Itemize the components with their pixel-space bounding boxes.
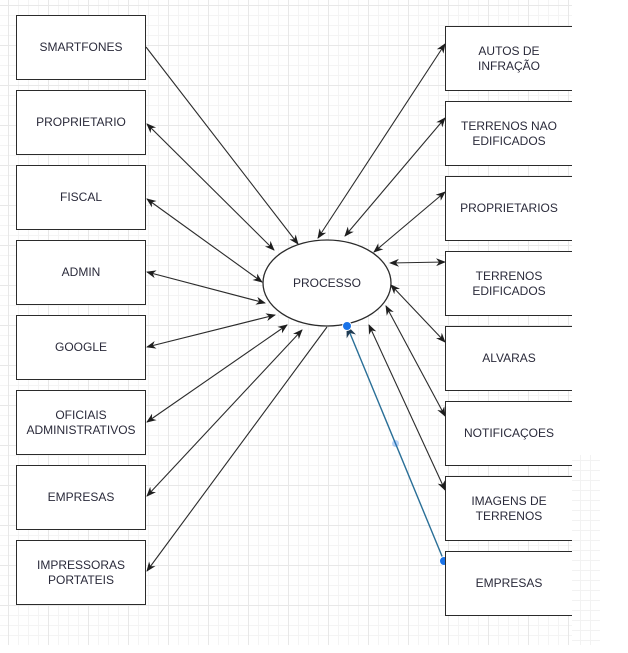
node-fiscal[interactable]: FISCAL	[16, 165, 146, 230]
node-notificacoes[interactable]: NOTIFICAÇOES	[445, 401, 572, 466]
node-label: PROPRIETARIO	[36, 115, 126, 129]
node-oficiais[interactable]: OFICIAIS ADMINISTRATIVOS	[16, 390, 146, 455]
node-label: EMPRESAS	[475, 576, 543, 590]
node-empresas-left[interactable]: EMPRESAS	[16, 465, 146, 530]
edge-terrenos-ed[interactable]	[389, 258, 446, 267]
node-label: OFICIAIS ADMINISTRATIVOS	[26, 407, 136, 437]
node-label: PROPRIETARIOS	[460, 201, 558, 215]
node-proprietario[interactable]: PROPRIETARIO	[16, 90, 146, 155]
node-alvaras[interactable]: ALVARAS	[445, 326, 572, 391]
edge-empresas-left[interactable]	[146, 329, 303, 497]
node-label: ADMIN	[61, 265, 101, 279]
edge-proprietarios[interactable]	[373, 191, 446, 253]
node-empresas-right[interactable]: EMPRESAS	[445, 551, 572, 616]
node-label: IMPRESSORAS PORTATEIS	[36, 557, 126, 587]
node-label: TERRENOS EDIFICADOS	[472, 268, 546, 298]
edge-impressoras[interactable]	[146, 326, 328, 572]
node-label: ALVARAS	[482, 351, 536, 365]
edge-alvaras[interactable]	[390, 284, 446, 343]
edge-oficiais[interactable]	[146, 324, 288, 423]
edge-imagens[interactable]	[368, 324, 446, 491]
node-label: SMARTFONES	[39, 40, 123, 54]
edge-google[interactable]	[146, 313, 276, 349]
node-label: EMPRESAS	[47, 490, 115, 504]
node-label: AUTOS DE INFRAÇÃO	[477, 43, 540, 73]
node-label: FISCAL	[59, 190, 102, 204]
node-autos[interactable]: AUTOS DE INFRAÇÃO	[445, 26, 572, 91]
node-smartfones[interactable]: SMARTFONES	[16, 15, 146, 80]
node-admin[interactable]: ADMIN	[16, 240, 146, 305]
node-impressoras[interactable]: IMPRESSORAS PORTATEIS	[16, 540, 146, 605]
edge-fiscal[interactable]	[146, 198, 263, 283]
edge-midpoint-handle[interactable]	[392, 440, 399, 447]
node-terrenos-ed[interactable]: TERRENOS EDIFICADOS	[445, 251, 572, 316]
node-label: GOOGLE	[54, 340, 107, 354]
node-google[interactable]: GOOGLE	[16, 315, 146, 380]
edge-empresas-right[interactable]	[346, 324, 445, 562]
edge-admin[interactable]	[146, 270, 266, 305]
node-label: IMAGENS DE TERRENOS	[471, 493, 547, 523]
process-ellipse[interactable]	[262, 239, 392, 327]
node-imagens[interactable]: IMAGENS DE TERRENOS	[445, 476, 572, 541]
edge-start-handle[interactable]	[342, 321, 352, 331]
node-terrenos-nao[interactable]: TERRENOS NAO EDIFICADOS	[445, 101, 572, 166]
edge-terrenos-nao[interactable]	[344, 117, 446, 237]
canvas-grid-fragment	[572, 455, 600, 645]
node-label: TERRENOS NAO EDIFICADOS	[460, 118, 557, 148]
edge-proprietario[interactable]	[146, 123, 275, 251]
node-proprietarios[interactable]: PROPRIETARIOS	[445, 176, 572, 241]
edge-notificacoes[interactable]	[385, 305, 446, 417]
node-label: NOTIFICAÇOES	[463, 426, 554, 440]
